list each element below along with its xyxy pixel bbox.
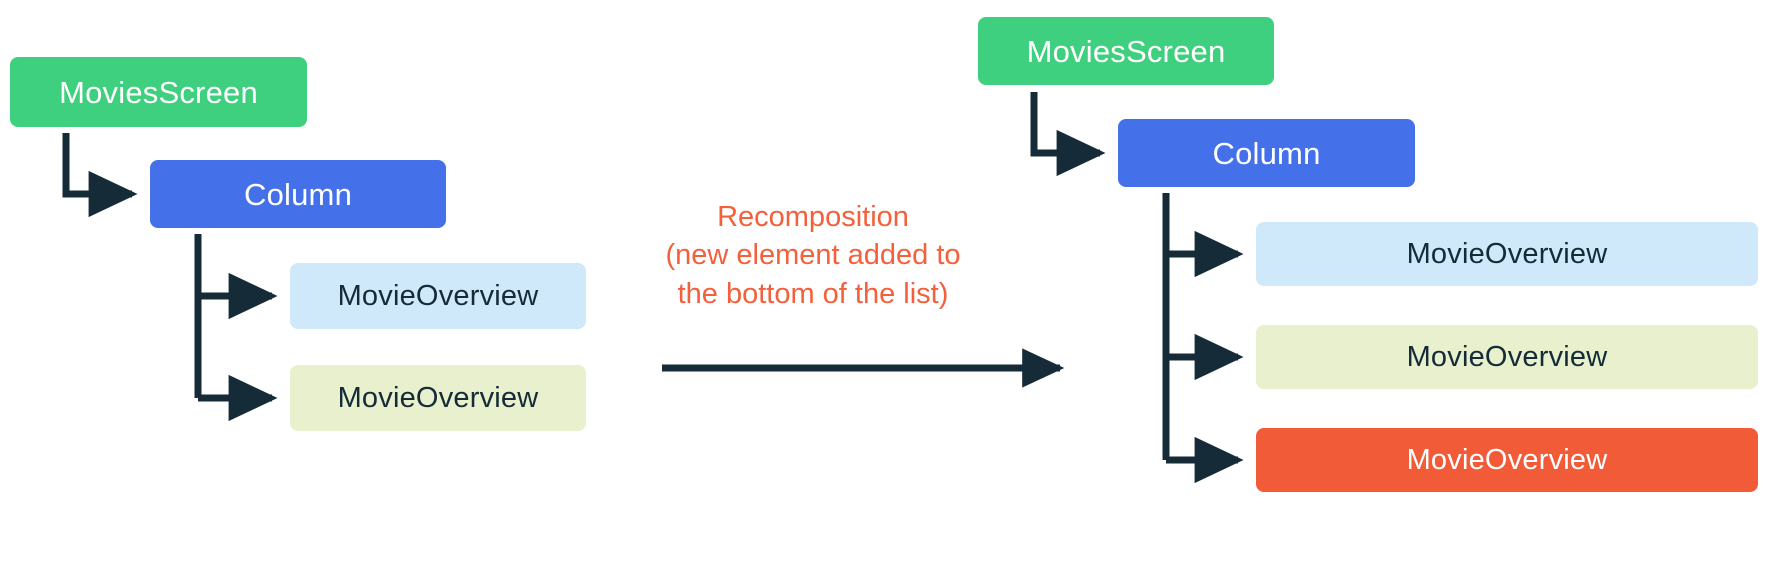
transition-caption-line-2: (new element added to [665, 239, 961, 272]
left-node-movie-overview-1[interactable]: MovieOverview [290, 263, 586, 329]
right-node-column[interactable]: Column [1118, 119, 1415, 187]
right-node-movie-overview-2[interactable]: MovieOverview [1256, 325, 1758, 389]
transition-caption: Recomposition (new element added to the … [648, 198, 978, 313]
left-node-movie-overview-1-label: MovieOverview [337, 279, 539, 312]
left-node-column[interactable]: Column [150, 160, 446, 228]
connector-right-screen-to-column [1030, 92, 1106, 177]
transition-caption-line-1: Recomposition [717, 201, 909, 233]
right-node-movie-overview-1[interactable]: MovieOverview [1256, 222, 1758, 286]
left-node-movies-screen-label: MoviesScreen [59, 74, 258, 110]
right-node-movies-screen[interactable]: MoviesScreen [978, 17, 1274, 85]
right-node-movie-overview-3-label: MovieOverview [1406, 443, 1608, 476]
right-node-movies-screen-label: MoviesScreen [1026, 33, 1226, 69]
right-node-movie-overview-2-label: MovieOverview [1406, 340, 1608, 373]
right-node-movie-overview-1-label: MovieOverview [1406, 237, 1608, 270]
right-node-movie-overview-3-new[interactable]: MovieOverview [1256, 428, 1758, 492]
connector-left-screen-to-column [62, 133, 138, 218]
left-node-movie-overview-2[interactable]: MovieOverview [290, 365, 586, 431]
transition-caption-line-3: the bottom of the list) [677, 277, 949, 310]
left-node-movie-overview-2-label: MovieOverview [337, 381, 539, 414]
right-node-column-label: Column [1212, 135, 1321, 171]
left-node-column-label: Column [243, 176, 353, 212]
left-node-movies-screen[interactable]: MoviesScreen [10, 57, 307, 127]
